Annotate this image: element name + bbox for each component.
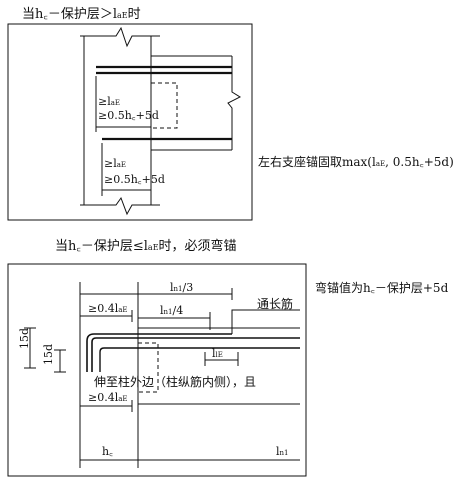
diagram1-caption: 当h꜀－保护层＞laE时 (22, 7, 141, 22)
beam2-top-bar-bent (91, 337, 300, 372)
diagram2-frame (7, 263, 307, 477)
diagram1-anchor2-label: ≥laE (104, 157, 127, 170)
beam1-dashed-outline (151, 82, 178, 129)
dim-ln-label: ln1 (276, 445, 289, 458)
column1-bottom-break (80, 196, 160, 216)
diagram2-caption: 当h꜀－保护层≤laE时，必须弯锚 (55, 239, 237, 254)
diagram1-frame (7, 23, 253, 221)
dim-041-bottom-label: ≥0.4laE (88, 391, 128, 404)
dim-ln4-label: ln1/4 (160, 304, 184, 317)
dim-hc-label: h꜀ (102, 445, 113, 458)
beam2-top-bar-bent-2 (86, 333, 232, 372)
diagram1-anchor1b-label: ≥0.5h꜀+5d (98, 109, 159, 122)
dim-15d-a-label: 15d (18, 327, 32, 350)
diagram1-side-note: 左右支座锚固取max(laE, 0.5h꜀+5d) (258, 155, 454, 169)
diagram2-side-note: 弯锚值为h꜀－保护层+5d (315, 281, 449, 295)
dim-ln3-label: ln1/3 (170, 281, 194, 294)
dim-15d-b-label: 15d (42, 343, 56, 366)
column1-top-break (80, 26, 160, 48)
diagram1-anchor1-label: ≥laE (98, 95, 121, 108)
through-bar-label: 通长筋 (257, 297, 294, 311)
dim-lle-label: llE (212, 347, 223, 360)
through-bar-outline (231, 309, 300, 334)
dim-041-top-label: ≥0.4laE (88, 302, 128, 315)
beam2-dashed-outline (138, 342, 159, 393)
beam1-break (227, 56, 242, 150)
diagram1-anchor2b-label: ≥0.5h꜀+5d (104, 173, 165, 186)
beam2-bottom-bar-bent (99, 347, 120, 372)
extend-note: 伸至柱外边（柱纵筋内侧），且 (94, 375, 257, 389)
